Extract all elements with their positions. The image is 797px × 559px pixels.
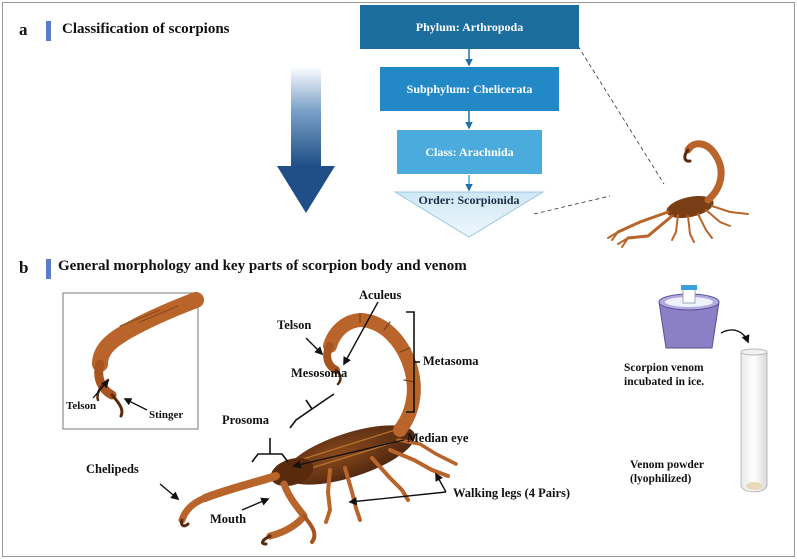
venom-tube-icon [740,348,768,493]
metasoma-label: Metasoma [423,354,479,368]
hierarchy-down-arrow [277,66,335,213]
prosoma-bracket [251,453,289,463]
walking-legs-arrow-2 [435,472,447,493]
panel-b-letter: b [19,258,29,277]
subphylum-label: Subphylum: Chelicerata [406,81,533,96]
inset-telson-arrow [92,379,110,399]
aculeus-label: Aculeus [359,288,402,302]
venom-powder-label: Venom powder (lyophilized) [630,459,704,485]
panel-b-title: General morphology and key parts of scor… [58,258,467,274]
ice-bucket-icon [658,285,720,349]
walking-legs-arrow-1 [348,491,447,506]
class-box: Class: Arachnida [397,130,542,174]
chelipeds-label: Chelipeds [86,462,139,476]
order-label: Order: Scorpionida [418,193,520,207]
telson-arrow [305,337,324,356]
mouth-label: Mouth [210,512,247,526]
scorpion-illustration-small [607,140,749,248]
dashed-link-bottom [533,195,611,215]
scorpion-illustration-large [178,312,458,546]
class-label: Class: Arachnida [425,144,514,159]
panel-a-title: Classification of scorpions [62,21,230,37]
panel-a-letter: a [19,20,28,39]
mesosoma-label: Mesosoma [291,366,348,380]
aculeus-arrow [343,301,379,366]
median-eye-arrow [292,439,405,469]
inset-stinger-arrow [123,398,148,411]
inset-stinger-label: Stinger [149,409,184,421]
dashed-link-top [577,45,665,185]
accent-bar-b [46,259,51,279]
mesosoma-bracket [289,393,335,429]
order-triangle [393,191,545,238]
bucket-to-tube-arrow [720,329,750,344]
accent-bar-a [46,21,51,41]
median-eye-label: Median eye [407,431,469,445]
walking-legs-label: Walking legs (4 Pairs) [453,486,571,500]
chelipeds-arrow [159,483,180,501]
telson-label: Telson [277,318,312,332]
inset-telson-label: Telson [66,400,97,412]
venom-incubated-label: Scorpion venom incubated in ice. [624,362,705,388]
mesosoma-bracket-tick [305,399,313,410]
mouth-arrow [241,497,270,511]
phylum-box: Phylum: Arthropoda [360,5,579,49]
subphylum-box: Subphylum: Chelicerata [380,67,559,111]
prosoma-label: Prosoma [222,413,269,427]
phylum-label: Phylum: Arthropoda [415,19,524,34]
